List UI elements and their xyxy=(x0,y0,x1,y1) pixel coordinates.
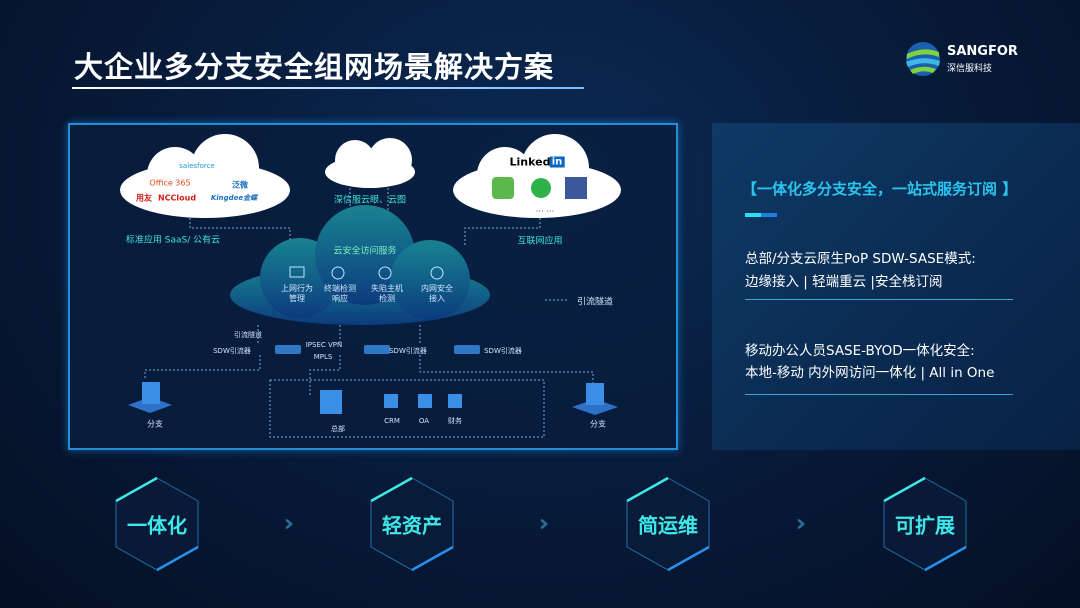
divider xyxy=(745,394,1013,395)
logo-subtitle: 深信服科技 xyxy=(947,64,993,74)
monitor-label: 深信服云眼、云图 xyxy=(333,195,407,206)
more-apps: … … xyxy=(535,204,555,214)
crm-label: CRM xyxy=(384,417,400,425)
branch-left-label: 分支 xyxy=(147,419,163,429)
oa-label: OA xyxy=(418,417,430,425)
saas-label: 标准应用 SaaS/ 公有云 xyxy=(125,235,221,246)
heading-accent xyxy=(745,213,777,217)
mpls-label: MPLS xyxy=(313,353,333,361)
service-compromised-host: 失陷主机检测 xyxy=(371,284,403,303)
sdw-label-right: SDW引流器 xyxy=(484,347,522,355)
step-light-assets: 轻资产 xyxy=(382,513,442,538)
divider xyxy=(745,299,1013,300)
monitor-cloud xyxy=(325,138,415,188)
service-web-behavior: 上网行为管理 xyxy=(281,284,313,303)
linkedin-logo: Linked xyxy=(509,155,551,169)
panel-heading: 【一体化多分支安全，一站式服务订阅 】 xyxy=(742,180,1018,198)
service-icons xyxy=(289,266,444,280)
internet-app-icons xyxy=(492,177,587,199)
sdw-label-left: SDW引流器 xyxy=(213,347,251,355)
saas-cloud xyxy=(120,134,290,218)
step-simple-ops: 简运维 xyxy=(638,513,698,538)
internet-label: 互联网应用 xyxy=(517,236,563,247)
ipsec-label: IPSEC VPN xyxy=(305,341,343,349)
feature-2-line2: 本地-移动 内外网访问一体化 | All in One xyxy=(745,365,995,381)
security-service-title: 云安全访问服务 xyxy=(333,246,397,257)
linkedin-in-logo: in xyxy=(549,156,565,168)
feature-2-line1: 移动办公人员SASE-BYOD一体化安全: xyxy=(745,343,975,359)
nccloud-logo: NCCloud xyxy=(157,193,197,203)
hq-icons xyxy=(320,390,462,414)
weaver-logo: 泛微 xyxy=(232,180,248,190)
page-title: 大企业多分支安全组网场景解决方案 xyxy=(74,50,555,84)
chevron-right-icon: ››› xyxy=(795,511,808,537)
chevron-right-icon: ››› xyxy=(283,511,296,537)
step-integrated: 一体化 xyxy=(127,513,187,538)
branch-right-label: 分支 xyxy=(590,419,606,429)
office365-logo: Office 365 xyxy=(149,178,191,188)
legend-tunnel: 引流隧道 xyxy=(576,297,614,308)
tunnel-label: 引流隧道 xyxy=(234,331,262,339)
service-edr: 终端检测响应 xyxy=(324,284,356,303)
hq-label: 总部 xyxy=(331,425,345,433)
feature-1-line2: 边缘接入 | 轻端重云 |安全栈订阅 xyxy=(745,274,943,290)
yonyou-logo: 用友 xyxy=(136,193,152,203)
feature-panel: 【一体化多分支安全，一站式服务订阅 】 总部/分支云原生PoP SDW-SASE… xyxy=(712,123,1080,450)
service-intranet-access: 内网安全接入 xyxy=(421,284,453,303)
logo-name: SANGFOR xyxy=(947,44,1018,59)
sdw-label-center: SDW引流器 xyxy=(389,347,427,355)
finance-label: 财务 xyxy=(448,417,462,425)
branch-icons xyxy=(128,382,618,415)
kingdee-logo: Kingdee金蝶 xyxy=(210,194,258,202)
security-cloud xyxy=(230,205,490,325)
sangfor-logo-icon xyxy=(906,42,940,76)
feature-1-line1: 总部/分支云原生PoP SDW-SASE模式: xyxy=(745,251,976,267)
title-underline xyxy=(72,87,584,89)
salesforce-logo: salesforce xyxy=(179,162,215,170)
sdw-device-icons xyxy=(275,345,480,354)
step-scalable: 可扩展 xyxy=(895,513,955,538)
chevron-right-icon: ››› xyxy=(538,511,551,537)
